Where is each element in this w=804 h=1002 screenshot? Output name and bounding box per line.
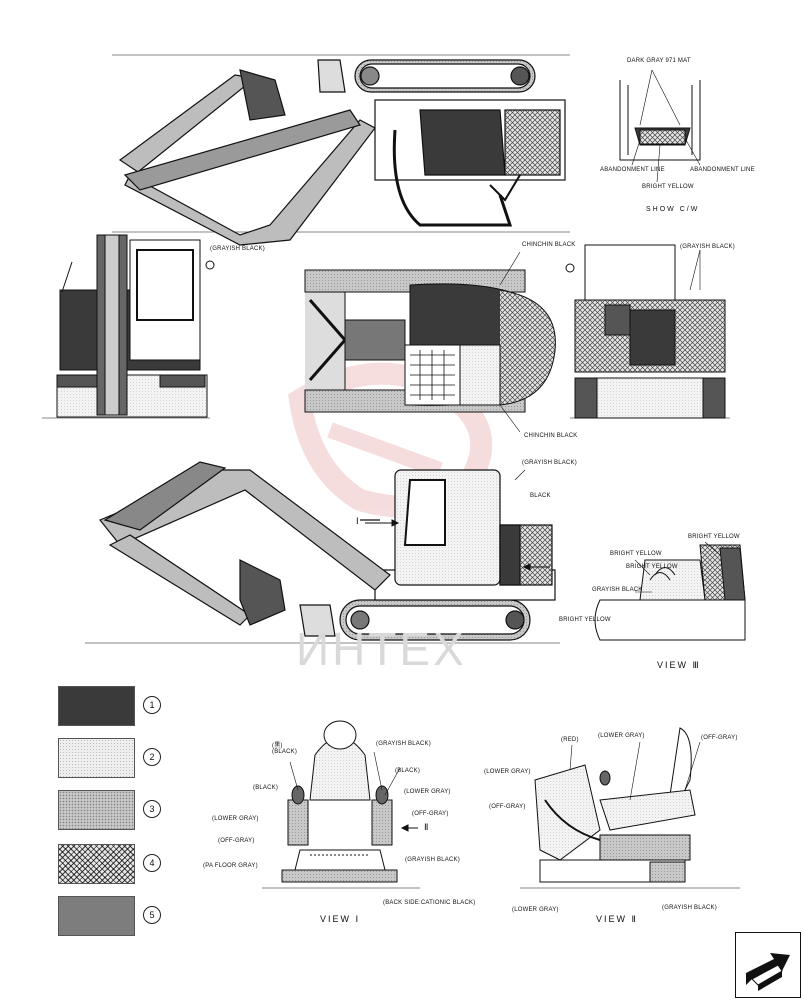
next-page-arrow-icon	[746, 953, 790, 991]
label-black-side: BLACK	[530, 493, 551, 499]
label-v1-black-a: (BLACK)	[272, 749, 298, 755]
label-v2-off-gray-a: (OFF-GRAY)	[701, 735, 738, 741]
label-v2-grayish-black: (GRAYISH BLACK)	[662, 905, 717, 911]
front-view-excavator	[42, 234, 215, 419]
label-grayish-black-v3: GRAYISH BLACK	[592, 587, 643, 593]
label-chinchin-black-bottom: CHINCHIN BLACK	[524, 433, 578, 439]
label-v2-red: (RED)	[561, 737, 579, 743]
label-v1-grayish-black-b: (GRAYISH BLACK)	[405, 857, 460, 863]
label-v1-black-c: (BLACK)	[253, 785, 279, 791]
label-grayish-black-side: (GRAYISH BLACK)	[522, 460, 577, 466]
label-v1-black-b: (BLACK)	[395, 768, 421, 774]
view-arrows	[365, 519, 550, 832]
legend-number-1: 1	[143, 696, 161, 714]
side-view-excavator	[85, 461, 560, 644]
label-abandonment-right: ABANDONMENT LINE	[690, 167, 755, 173]
label-chinchin-black-top: CHINCHIN BLACK	[522, 242, 576, 248]
label-v1-off-gray-b: (OFF-GRAY)	[218, 838, 255, 844]
label-bright-yellow-v3d: BRIGHT YELLOW	[559, 617, 611, 623]
label-bright-yellow-v3a: BRIGHT YELLOW	[688, 534, 740, 540]
watermark-text: ИНТЕХ	[296, 623, 467, 675]
legend-swatch-5	[58, 896, 135, 936]
label-v2-lower-gray-b: (LOWER GRAY)	[484, 769, 531, 775]
label-v1-floor-gray: (PA FLOOR GRAY)	[203, 863, 258, 869]
label-view-1: VIEW Ⅰ	[320, 914, 361, 924]
view-2-operator-seat	[520, 727, 740, 889]
legend-number-3: 3	[143, 800, 161, 818]
legend-swatch-4	[58, 844, 135, 884]
label-view-3: VIEW Ⅲ	[657, 660, 701, 670]
label-bright-yellow-v3b: BRIGHT YELLOW	[610, 551, 662, 557]
label-dark-gray-mat: DARK GRAY 971 MAT	[627, 58, 691, 64]
label-v1-black-kanji: (黒)	[272, 743, 283, 749]
next-page-button[interactable]	[735, 932, 801, 998]
label-v1-back-side: (BACK SIDE:CATIONIC BLACK)	[383, 900, 476, 906]
label-v1-off-gray-a: (OFF-GRAY)	[412, 811, 449, 817]
legend-number-5: 5	[143, 906, 161, 924]
legend-number-4: 4	[143, 854, 161, 872]
legend-swatch-2	[58, 738, 135, 778]
label-arrow-ii: Ⅱ	[424, 822, 429, 832]
top-view-excavator	[112, 54, 570, 246]
label-abandonment-left: ABANDONMENT LINE	[600, 167, 665, 173]
label-grayish-black-rear: (GRAYISH BLACK)	[680, 244, 735, 250]
plan-view-excavator	[304, 251, 556, 433]
label-bright-yellow-top: BRIGHT YELLOW	[642, 184, 694, 190]
label-v1-grayish-black-a: (GRAYISH BLACK)	[376, 741, 431, 747]
label-arrow-i: Ⅰ	[356, 516, 359, 526]
label-v1-lower-gray-a: (LOWER GRAY)	[404, 789, 451, 795]
label-grayish-black-front: (GRAYISH BLACK)	[210, 246, 265, 252]
mat-detail	[619, 69, 701, 183]
label-v2-lower-gray-c: (LOWER GRAY)	[512, 907, 559, 913]
view-3-detail	[594, 541, 746, 641]
legend-swatch-1	[58, 686, 135, 726]
label-bright-yellow-v3c: BRIGHT YELLOW	[626, 564, 678, 570]
label-v2-lower-gray-a: (LOWER GRAY)	[598, 733, 645, 739]
label-v1-lower-gray-b: (LOWER GRAY)	[212, 816, 259, 822]
view-1-operator-seat	[262, 720, 420, 889]
legend-number-2: 2	[143, 748, 161, 766]
legend-swatch-3	[58, 790, 135, 830]
label-v2-off-gray-b: (OFF-GRAY)	[489, 804, 526, 810]
label-show-cw: SHOW C/W	[646, 206, 700, 213]
label-view-2: VIEW Ⅱ	[596, 914, 638, 924]
rear-view-excavator	[565, 244, 730, 419]
